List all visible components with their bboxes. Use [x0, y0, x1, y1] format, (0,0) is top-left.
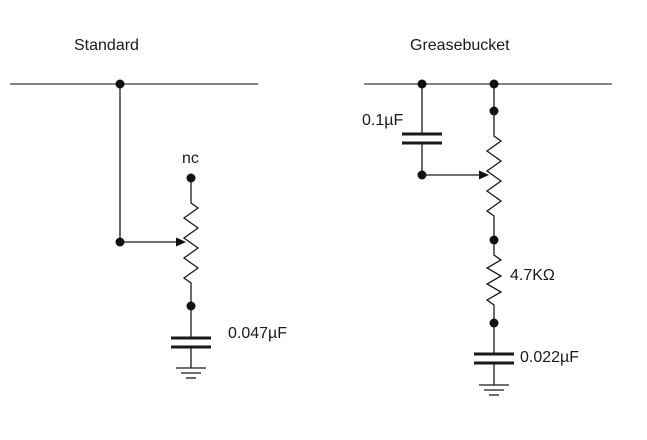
greasebucket-circuit: Greasebucket 0.1µF 4.7KΩ 0.022µF — [362, 37, 612, 396]
greasebucket-wiper-arrow — [479, 170, 489, 180]
greasebucket-potentiometer — [485, 111, 503, 240]
greasebucket-resistor-label: 4.7KΩ — [510, 267, 555, 284]
standard-circuit: Standard nc 0.047µF — [10, 37, 287, 379]
greasebucket-resistor — [485, 240, 503, 323]
standard-capacitor-label: 0.047µF — [228, 325, 287, 342]
standard-wiper-arrow — [176, 237, 186, 247]
greasebucket-capacitor-label: 0.022µF — [520, 349, 579, 366]
standard-potentiometer — [182, 178, 200, 306]
standard-title: Standard — [74, 37, 139, 54]
greasebucket-title: Greasebucket — [410, 37, 510, 54]
standard-nc-label: nc — [182, 150, 199, 167]
greasebucket-ground-icon — [479, 384, 509, 396]
standard-ground-icon — [176, 367, 206, 379]
greasebucket-bypass-label: 0.1µF — [362, 112, 403, 129]
